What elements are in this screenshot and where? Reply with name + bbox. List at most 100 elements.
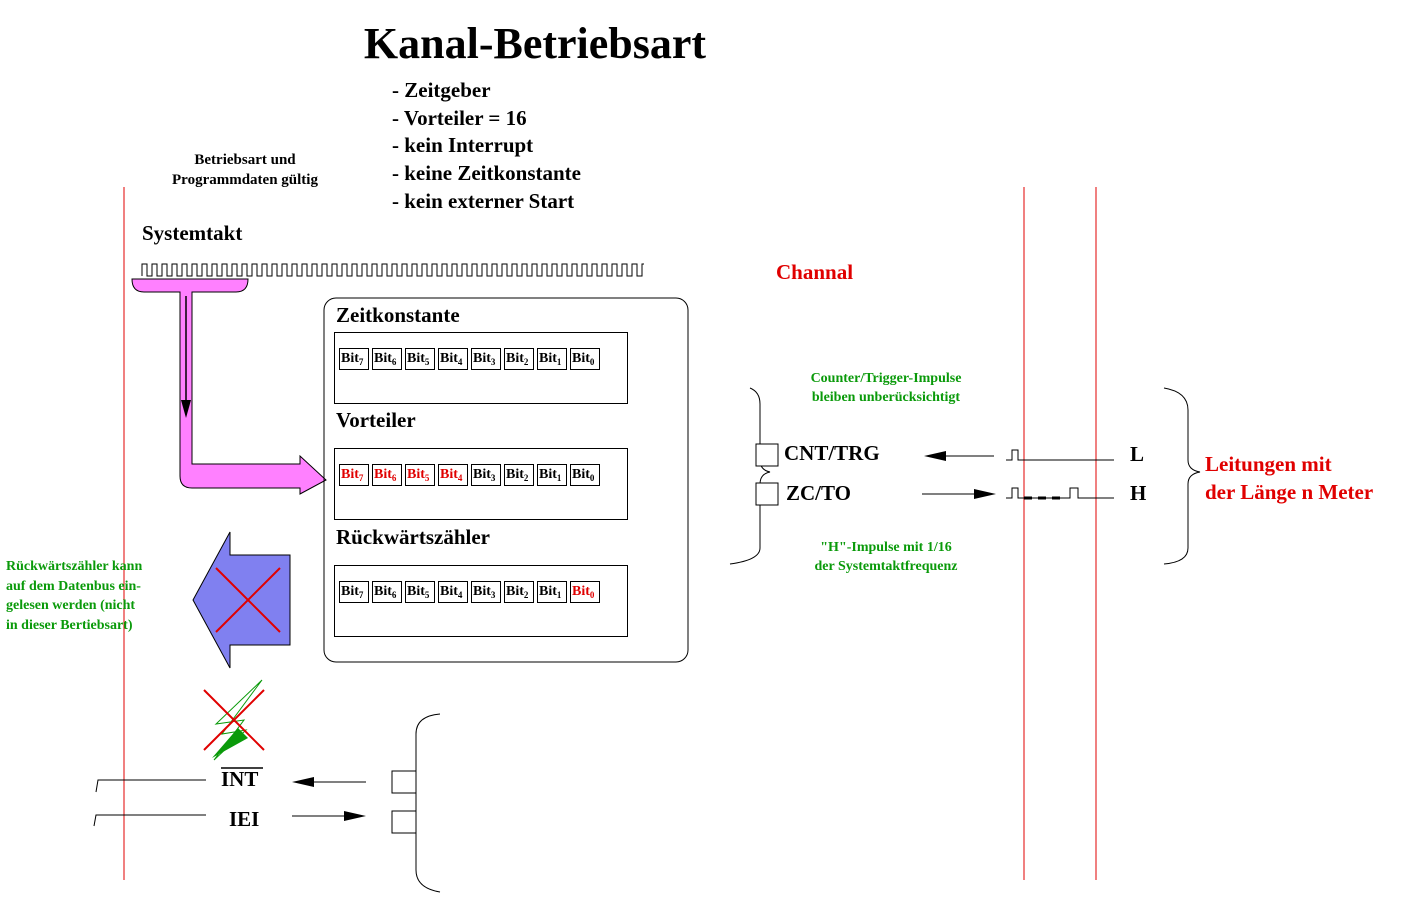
register-2-bit-3: Bit3 [471,581,501,603]
valid-note: Betriebsart und Programmdaten gültig [150,150,340,190]
readback-note-line2: auf dem Datenbus ein- [6,578,141,594]
bit-index: 7 [358,473,364,483]
register-label-rueckwaertszaehler: Rückwärtszähler [336,525,490,549]
register-1-bit-3: Bit3 [471,464,501,486]
readback-note: Rückwärtszähler kann auf dem Datenbus ei… [6,557,142,635]
bit-index: 4 [457,473,463,483]
register-2-bit-6: Bit6 [372,581,402,603]
level-l-label: L [1130,442,1145,466]
mode-item-no-time-constant: - keine Zeitkonstante [392,161,581,185]
bit-index: 0 [589,357,595,367]
data-bus-readback-arrow [192,531,291,669]
bit-word: Bit [506,467,524,482]
bit-index: 5 [424,590,430,600]
register-0-bit-4: Bit4 [438,348,468,370]
register-0-bit-1: Bit1 [537,348,567,370]
bit-word: Bit [374,467,392,482]
int-pin-box [391,770,417,794]
bit-index: 3 [490,590,496,600]
int-signal [95,779,206,793]
register-1-bit-5: Bit5 [405,464,435,486]
valid-note-line2: Programmdaten gültig [172,172,318,188]
bit-index: 4 [457,590,463,600]
bit-word: Bit [341,584,359,599]
bit-word: Bit [374,351,392,366]
register-0-bit-3: Bit3 [471,348,501,370]
bit-word: Bit [407,467,425,482]
counter-note: Counter/Trigger-Impulse bleiben unberück… [776,369,996,407]
channal-label: Channal [776,260,854,284]
pin-brace [729,387,771,565]
bit-word: Bit [539,467,557,482]
bit-word: Bit [440,467,458,482]
bit-index: 0 [589,590,595,600]
channel-frame [323,297,689,663]
bit-index: 1 [556,357,562,367]
register-2-bit-1: Bit1 [537,581,567,603]
bit-word: Bit [473,351,491,366]
clock-waveform [141,263,644,277]
bit-word: Bit [374,584,392,599]
bit-word: Bit [572,351,590,366]
readback-note-line4: in dieser Bertiebsart) [6,617,133,633]
bit-index: 2 [523,590,529,600]
valid-note-line1: Betriebsart und [194,152,296,168]
mode-item-timer: - Zeitgeber [392,78,491,102]
bit-word: Bit [407,584,425,599]
cnt-trg-arrow [924,451,994,461]
bit-index: 5 [424,357,430,367]
zc-to-label: ZC/TO [786,481,851,505]
register-2-bit-4: Bit4 [438,581,468,603]
register-0-bit-5: Bit5 [405,348,435,370]
level-h-label: H [1130,481,1147,505]
interrupt-brace [415,713,441,893]
register-2-bit-2: Bit2 [504,581,534,603]
zc-to-pin-box [755,482,779,506]
bit-index: 3 [490,357,496,367]
register-1-bit-6: Bit6 [372,464,402,486]
int-arrow [292,777,366,787]
register-1-bit-2: Bit2 [504,464,534,486]
register-1-bit-1: Bit1 [537,464,567,486]
bit-word: Bit [572,467,590,482]
bit-word: Bit [473,467,491,482]
mode-item-no-interrupt: - kein Interrupt [392,133,534,157]
bit-word: Bit [572,584,590,599]
register-0-bit-6: Bit6 [372,348,402,370]
register-1-bit-4: Bit4 [438,464,468,486]
bit-word: Bit [440,584,458,599]
bit-index: 6 [391,590,397,600]
bit-index: 0 [589,473,595,483]
cables-note: Leitungen mit der Länge n Meter [1205,450,1373,506]
register-label-zeitkonstante: Zeitkonstante [336,303,460,327]
register-1-bit-7: Bit7 [339,464,369,486]
iei-arrow [292,811,366,821]
register-0-bit-7: Bit7 [339,348,369,370]
bit-word: Bit [440,351,458,366]
mode-item-prescaler: - Vorteiler = 16 [392,106,527,130]
iei-label: IEI [229,807,260,831]
register-2-bit-5: Bit5 [405,581,435,603]
pulse-note-line2: der Systemtaktfrequenz [814,559,958,574]
bit-word: Bit [506,584,524,599]
bit-index: 2 [523,357,529,367]
cable-brace [1163,387,1201,565]
bit-word: Bit [539,351,557,366]
readback-note-line3: gelesen werden (nicht [6,598,136,613]
counter-note-line1: Counter/Trigger-Impulse [810,371,962,386]
cables-note-line2: der Länge n Meter [1205,480,1374,504]
bit-index: 1 [556,473,562,483]
register-0-bit-2: Bit2 [504,348,534,370]
pulse-note-line1: "H"-Impulse mit 1/16 [820,540,952,555]
bit-word: Bit [341,467,359,482]
int-label: INT [221,767,259,791]
register-2-bit-7: Bit7 [339,581,369,603]
iei-pin-box [391,810,417,834]
bit-word: Bit [407,351,425,366]
bit-word: Bit [341,351,359,366]
register-label-vorteiler: Vorteiler [336,408,416,432]
page-title: Kanal-Betriebsart [363,19,707,68]
iei-signal [93,814,206,827]
